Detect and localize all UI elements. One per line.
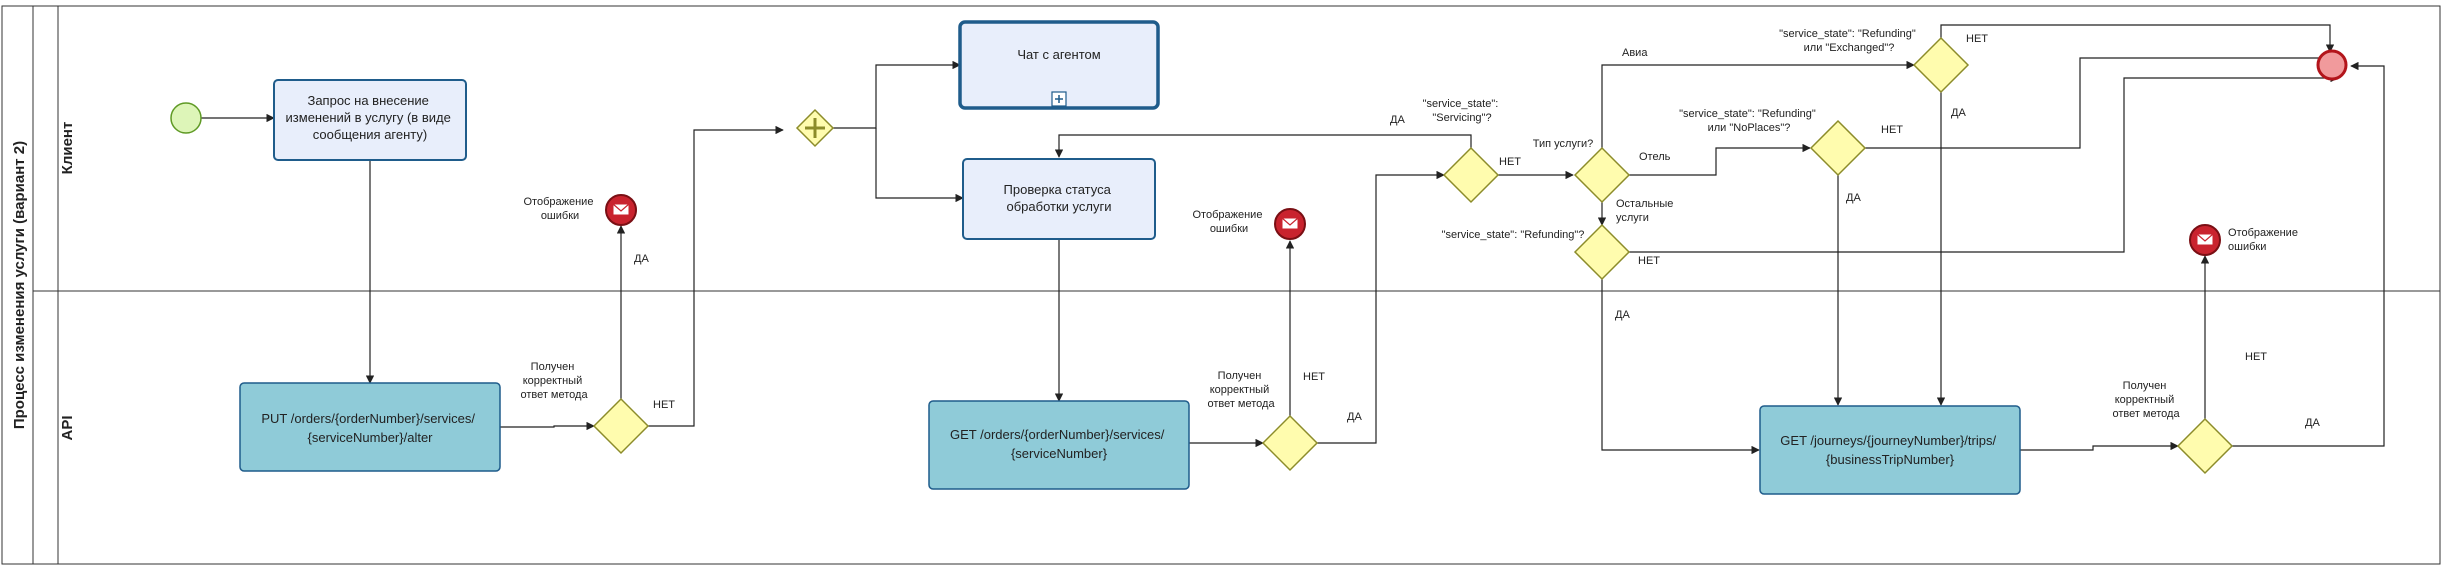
envelope-icon [612,203,630,216]
flow-label-yes-noplaces: ДА [1846,192,1861,204]
expand-plus-icon [1055,95,1063,103]
flow-label-yes-2: ДА [1347,411,1362,423]
parallel-plus-icon [805,118,825,138]
error-event-2 [1274,208,1306,240]
start-event [170,102,202,134]
end-event [2316,49,2348,81]
flow-label-no-3: НЕТ [2245,351,2267,363]
lane-client-label: Клиент [59,122,76,175]
svg-text:Проверка статуса обработ: Проверка статуса обработки услуги [1004,182,1115,214]
flow-label-yes-1: ДА [634,253,649,265]
flow-label-yes-exchanged: ДА [1951,107,1966,119]
envelope-icon [2196,233,2214,246]
flow-gateway3-yes-to-end [2232,61,2385,447]
flow-label-yes-3: ДА [2305,417,2320,429]
error-event-1 [605,194,637,226]
flow-label-no-exchanged: НЕТ [1966,33,1988,45]
flow-label-no-noplaces: НЕТ [1881,124,1903,136]
flow-parallel-to-chat [825,60,961,129]
gateway-refunding-exchanged [1912,36,1970,94]
svg-text:GET /orders/{orderNumber}/serv: GET /orders/{orderNumber}/services/ {ser… [950,427,1168,461]
flow-label-yes-refunding: ДА [1615,309,1630,321]
flow-exchanged-no-to-end [1940,24,2335,53]
error-label-3: Отображение ошибки [2228,227,2301,253]
task-put-line2: {serviceNumber}/alter [308,430,434,445]
error-label-2: Отображение ошибки [1193,209,1266,235]
task-request-line1: Запрос на внесение [307,93,428,108]
labels: Отображение ошибки Отображение ошибки От… [520,28,2320,429]
gateway-put-response [592,397,650,455]
flow-gateway1-yes-to-parallel [648,125,784,427]
flow-label-no-2: НЕТ [1303,371,1325,383]
gateway-get-service-question: Получен корректный ответ метода [1207,370,1275,410]
gateway-get-trip-response [2176,417,2234,475]
gateway-refunding [1573,223,1631,281]
flow-put-to-gateway1 [500,421,595,431]
error-label-1: Отображение ошибки [524,196,597,222]
flow-label-yes-servicing: ДА [1390,114,1405,126]
flow-refunding-yes-to-get-trip [1601,279,1760,455]
task-get-service-line2: {serviceNumber} [1011,446,1108,461]
gateway-refunding-noplaces [1809,119,1867,177]
task-put-alter[interactable]: PUT /orders/{orderNumber}/services/ {ser… [239,382,501,472]
gateway-refunding-question: "service_state": "Refunding"? [1442,229,1585,241]
task-get-trip-line1: GET /journeys/{journeyNumber}/trips/ [1780,433,1996,448]
flow-label-no-1: НЕТ [653,399,675,411]
task-check-status[interactable]: Проверка статуса обработки услуги [962,158,1156,240]
task-get-trip[interactable]: GET /journeys/{journeyNumber}/trips/ {bu… [1759,405,2021,495]
gateway-servicing-question: "service_state": "Servicing"? [1423,98,1502,124]
task-get-service[interactable]: GET /orders/{orderNumber}/services/ {ser… [928,400,1190,490]
flow-parallel-to-check [875,128,964,203]
flow-refunding-no-to-end [1629,73,2339,253]
flow-gateway2-yes-to-servicing [1317,170,1445,444]
task-request[interactable]: Запрос на внесение изменений в услугу (в… [273,79,467,161]
gateway-servicing [1442,146,1500,204]
flow-servicing-yes-to-check [1054,134,1472,158]
subprocess-chat-label: Чат с агентом [1017,47,1100,62]
flow-label-no-servicing: НЕТ [1499,156,1521,168]
gateway-get-trip-question: Получен корректный ответ метода [2112,380,2180,420]
flow-label-no-refunding: НЕТ [1638,255,1660,267]
task-get-trip-line2: {businessTripNumber} [1826,452,1955,467]
svg-text:GET /journeys/{journeyNumber}/: GET /journeys/{journeyNumber}/trips/ {bu… [1780,433,1999,467]
subprocess-chat[interactable]: Чат с агентом [958,20,1160,110]
task-check-line2: обработки услуги [1007,199,1112,214]
gateway-put-question: Получен корректный ответ метода [520,361,588,401]
flow-label-hotel: Отель [1639,151,1671,163]
task-check-line1: Проверка статуса [1004,182,1112,197]
svg-text:Запрос на внесение измен: Запрос на внесение изменений в услугу (в… [286,93,455,142]
gateway-type-question: Тип услуги? [1533,138,1593,150]
flow-type-avia-to-gw [1601,60,1915,148]
flow-label-avia: Авиа [1622,47,1648,59]
task-put-line1: PUT /orders/{orderNumber}/services/ [261,411,475,426]
task-request-line2: изменений в услугу (в виде [286,110,451,125]
envelope-icon [1281,217,1299,230]
gateway-get-service-response [1261,414,1319,472]
task-get-service-line1: GET /orders/{orderNumber}/services/ [950,427,1165,442]
lane-api-label: API [59,415,76,440]
svg-text:PUT /orders/{orderNumber}/serv: PUT /orders/{orderNumber}/services/ {ser… [261,411,478,445]
gateway-noplaces-question: "service_state": "Refunding" или "NoPlac… [1679,108,1819,134]
gateway-exchanged-question: "service_state": "Refunding" или "Exchan… [1779,28,1919,54]
flow-type-hotel-to-gw [1629,143,1811,176]
pool-title: Процесс изменения услуги (вариант 2) [11,141,28,429]
gateways [592,36,2234,475]
gateway-service-type [1573,146,1631,204]
sequence-flows [201,24,2385,455]
error-event-3 [2189,224,2221,256]
flow-label-other: Остальные услуги [1616,198,1676,224]
flow-get-trip-to-gateway3 [2020,441,2179,451]
task-request-line3: сообщения агенту) [313,127,427,142]
